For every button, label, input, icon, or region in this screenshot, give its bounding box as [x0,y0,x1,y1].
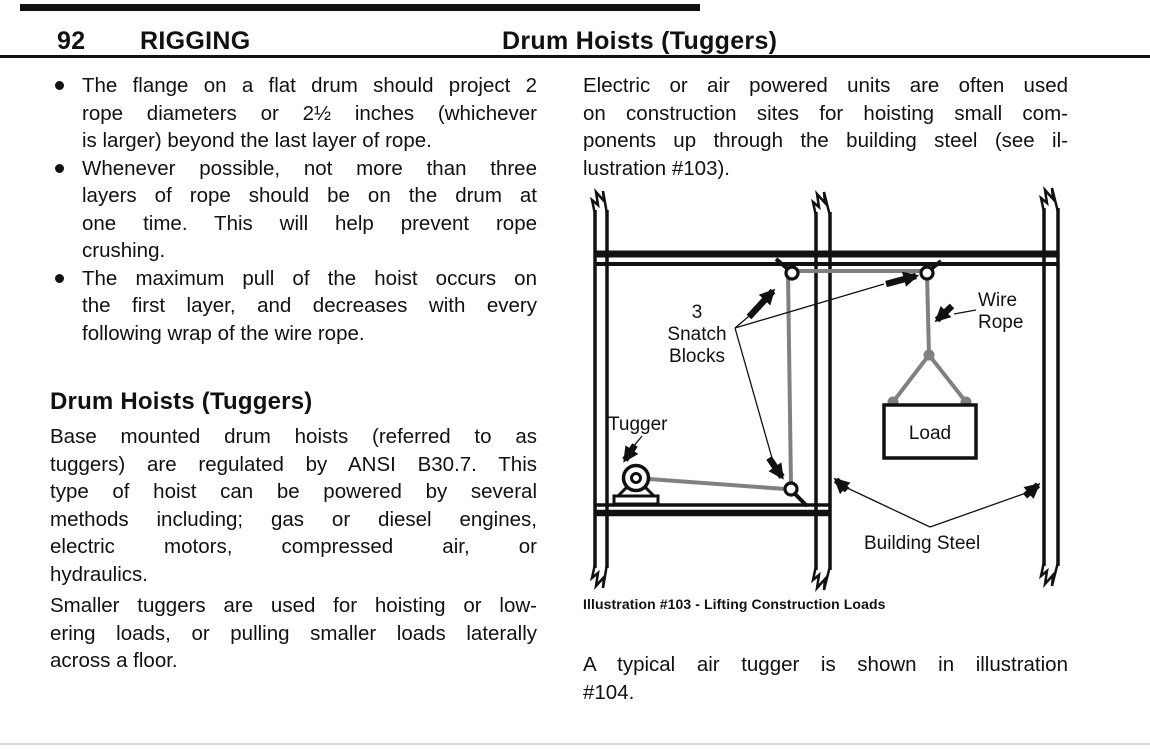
snatch-blocks-label-word1: Snatch [667,324,726,345]
arrow-to-snatch-block-1 [746,288,776,320]
paragraph: Smaller tuggers are used for hoisting or… [50,592,537,675]
bullet-line: The flange on a flat drum should project… [82,74,537,97]
arrow-to-snatch-block-3 [766,456,785,480]
page-number: 92 [57,27,86,55]
snatch-blocks-label-count: 3 [692,302,703,323]
bullet-line: is larger) beyond the last layer of rope… [82,129,432,152]
paragraph-line: tuggers) are regulated by ANSI B30.7. Th… [50,452,537,476]
chapter-title: RIGGING [140,27,251,55]
illustration-103: Load 3 Snatch Blocks Wire Rope Tugger Bu… [590,186,1060,592]
building-steel-label: Building Steel [864,533,980,554]
top-rule [20,4,700,11]
header-separator [0,55,1150,58]
bullet-list: The flange on a flat drum should project… [50,72,537,347]
arrow-to-building-steel-right [1022,482,1041,500]
paragraph-line: Electric or air powered units are often … [583,74,1068,97]
list-item: The maximum pull of the hoist occurs on … [50,265,537,348]
bullet-icon [55,273,64,283]
section-heading: Drum Hoists (Tuggers) [50,388,313,415]
paragraph-line: on construction sites for hoisting small… [583,101,1068,125]
bullet-line: one time. This will help prevent rope [82,211,537,235]
paragraph-line: ponents up through the building steel (s… [583,129,1068,152]
bullet-line: The maximum pull of the hoist occurs on [82,266,537,290]
load-box [882,403,978,460]
paragraph-line: A typical air tugger is shown in illustr… [583,653,1068,676]
leader-lines [632,283,1030,528]
bullet-line: Whenever possible, not more than three [82,156,537,180]
steel-beams [595,250,1059,517]
pointer-arrows [622,271,1041,500]
paragraph-line: lustration #103). [583,156,731,180]
paragraph-line: methods including; gas or diesel engines… [50,507,537,531]
paragraph-line: hydraulics. [50,562,148,586]
sling-rings [887,349,972,408]
tugger-winch [612,463,660,506]
bullet-line: following wrap of the wire rope. [82,321,365,345]
paragraph-line: type of hoist can be powered by several [50,480,537,503]
page-bottom-edge [0,743,1150,745]
load-label: Load [909,423,951,444]
break-marks [590,186,1060,592]
bullet-line: rope diameters or 2½ inches (whichever [82,101,537,125]
paragraph-line: across a floor. [50,649,178,672]
arrow-to-building-steel-left [833,477,851,495]
arrow-to-wire-rope [934,303,955,323]
bullet-icon [55,163,64,173]
paragraph-line: Smaller tuggers are used for hoisting or… [50,594,537,617]
bullet-icon [55,81,64,90]
list-item: The flange on a flat drum should project… [50,72,537,155]
tugger-label: Tugger [608,414,668,435]
paragraph: Electric or air powered units are often … [583,72,1068,182]
paragraph-line: ering loads, or pulling smaller loads la… [50,621,537,645]
page-title: Drum Hoists (Tuggers) [502,27,778,55]
arrow-to-snatch-block-2 [885,271,920,288]
paragraph-line: Base mounted drum hoists (referred to as [50,425,537,448]
wire-rope-label-word1: Wire [978,290,1017,311]
paragraph-line: #104. [583,680,635,704]
snatch-blocks [774,257,943,508]
paragraph: Base mounted drum hoists (referred to as… [50,423,537,588]
paragraph: A typical air tugger is shown in illustr… [583,651,1068,706]
illustration-caption: Illustration #103 - Lifting Construction… [583,596,886,612]
arrow-to-tugger [622,443,639,463]
snatch-blocks-label-word2: Blocks [669,346,725,367]
wire-rope-lines [648,269,968,491]
wire-rope-label-word2: Rope [978,312,1023,333]
bullet-line: the first layer, and decreases with ever… [82,294,537,317]
bullet-line: crushing. [82,239,166,262]
bullet-line: layers of rope should be on the drum at [82,184,537,207]
list-item: Whenever possible, not more than three l… [50,155,537,265]
paragraph-line: electric motors, compressed air, or [50,535,537,558]
